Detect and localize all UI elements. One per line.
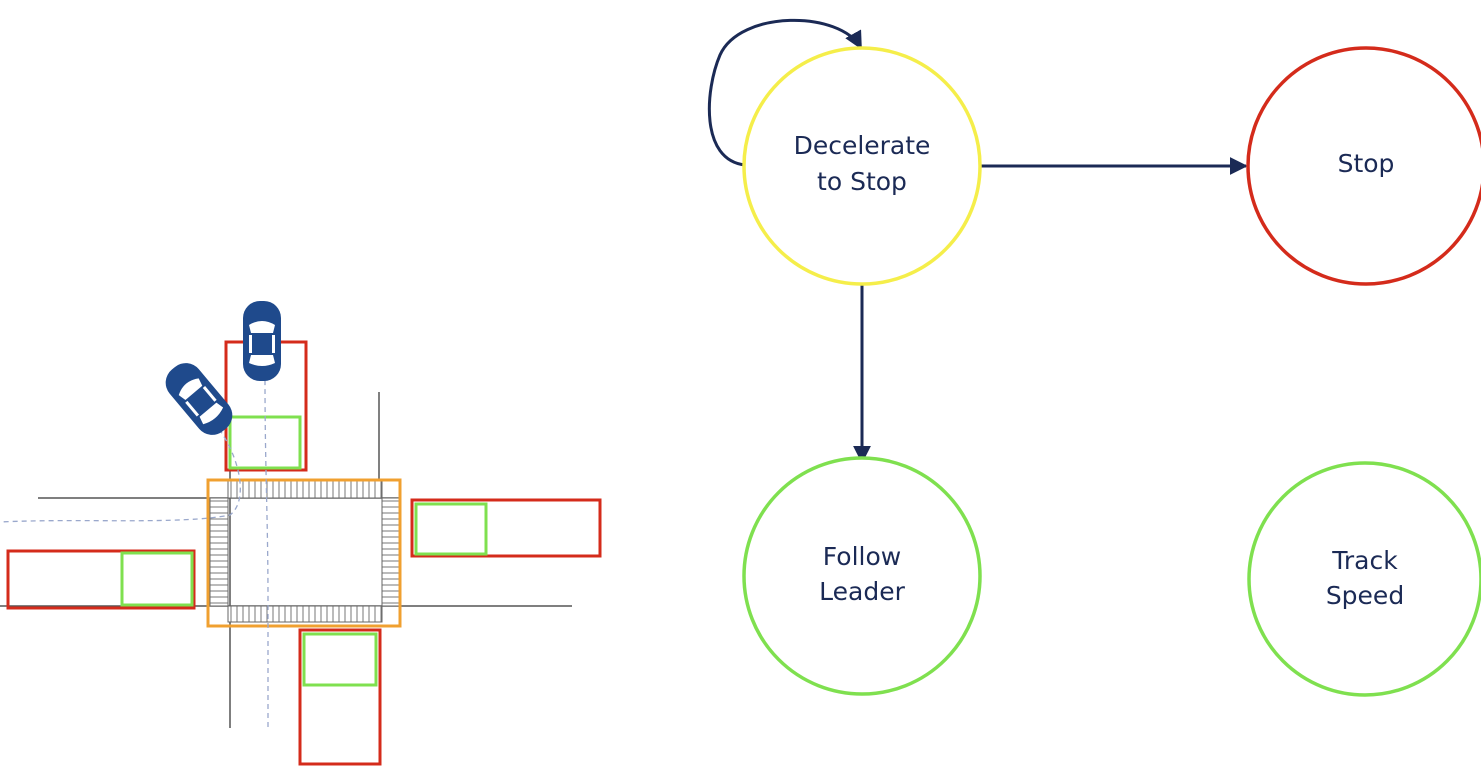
- stop-zone-west: [120, 551, 194, 607]
- zone-west: [6, 549, 196, 610]
- vehicle-paths: [0, 379, 269, 728]
- state-decelerate-line2: to Stop: [817, 167, 907, 196]
- state-follow-line1: Follow: [823, 542, 901, 571]
- stop-zone-north: [228, 415, 302, 470]
- state-stop-label: Stop: [1338, 149, 1395, 178]
- stop-zone-east: [414, 502, 488, 556]
- intersection-zone: [206, 478, 402, 628]
- approach-zones: [6, 340, 602, 766]
- transition-self-loop: [707, 18, 863, 167]
- zone-east: [410, 498, 602, 558]
- car-turning-icon: [165, 363, 233, 435]
- crosswalks: [209, 479, 401, 623]
- car-north-approach-icon: [243, 301, 281, 381]
- state-track-line1: Track: [1331, 546, 1398, 575]
- state-machine: Decelerate to Stop Stop Follow Leader Tr…: [707, 18, 1481, 697]
- state-decelerate-to-stop: Decelerate to Stop: [742, 46, 982, 286]
- state-stop: Stop: [1246, 46, 1481, 286]
- state-follow-line2: Leader: [819, 577, 905, 606]
- state-follow-leader: Follow Leader: [742, 456, 982, 696]
- zone-south: [298, 628, 382, 766]
- road-lines: [0, 392, 572, 728]
- stop-zone-south: [302, 632, 378, 687]
- intersection-diagram: [0, 301, 602, 766]
- transitions: [707, 18, 1248, 464]
- state-track-line2: Speed: [1326, 581, 1404, 610]
- state-track-speed: Track Speed: [1247, 461, 1481, 697]
- state-decelerate-line1: Decelerate: [794, 131, 931, 160]
